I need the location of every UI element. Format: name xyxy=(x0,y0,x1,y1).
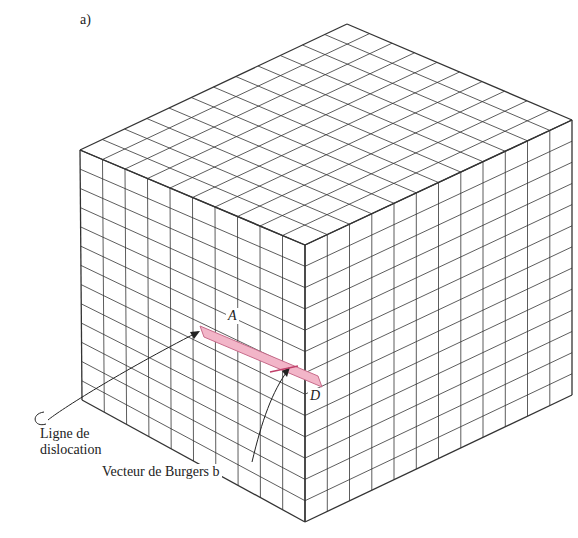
grid-line xyxy=(305,289,572,415)
grid-line xyxy=(305,353,572,480)
grid-line xyxy=(80,189,305,288)
grid-line xyxy=(214,87,439,183)
curl-symbol xyxy=(35,412,46,425)
grid-line xyxy=(305,247,572,373)
grid-line xyxy=(325,35,550,131)
grid-line xyxy=(416,193,417,469)
grid-line xyxy=(80,150,82,400)
grid-line xyxy=(505,151,506,427)
grid-line xyxy=(80,150,305,245)
grid-line xyxy=(483,162,484,438)
grid-line xyxy=(191,98,416,193)
grid-line xyxy=(394,203,395,479)
grid-line xyxy=(102,140,327,235)
grid-line xyxy=(82,362,305,480)
slip-plane xyxy=(200,326,322,387)
grid-line xyxy=(80,150,305,245)
grid-line xyxy=(258,66,483,162)
grid-line xyxy=(527,141,528,416)
dislocation-line-label: Ligne de dislocation xyxy=(40,426,110,458)
grid-line xyxy=(282,236,283,510)
crystal-grid xyxy=(80,24,572,522)
burgers-vector xyxy=(270,366,298,372)
grid-line xyxy=(148,179,149,437)
grid-line xyxy=(125,169,127,424)
grid-line xyxy=(305,395,572,522)
grid-line xyxy=(303,45,528,141)
grid-line xyxy=(438,183,439,459)
grid-line xyxy=(305,268,572,394)
grid-line xyxy=(81,227,305,330)
grid-line xyxy=(371,214,372,491)
grid-line xyxy=(280,56,505,152)
grid-line xyxy=(327,235,328,512)
grid-line xyxy=(193,198,194,462)
grid-line xyxy=(236,77,461,173)
grid-line xyxy=(125,129,350,224)
grid-line xyxy=(305,332,572,459)
grid-line xyxy=(571,120,572,395)
grid-line xyxy=(169,108,394,203)
leader-line xyxy=(252,370,288,462)
leader-line xyxy=(48,332,198,420)
grid-line xyxy=(305,141,572,266)
grid-line xyxy=(305,162,572,287)
point-label: A xyxy=(226,308,239,324)
grid-line xyxy=(170,188,171,449)
burgers-vector-label: Vecteur de Burgers b xyxy=(100,464,222,480)
grid-line xyxy=(260,226,261,498)
point-label: D xyxy=(308,388,322,404)
grid-line xyxy=(549,130,550,405)
grid-line xyxy=(460,172,461,448)
arrowhead xyxy=(190,331,200,339)
figure-label: a) xyxy=(80,12,91,28)
grid-line xyxy=(103,160,105,413)
grid-line xyxy=(81,323,305,437)
grid-line xyxy=(349,224,350,501)
grid-line xyxy=(82,400,305,522)
grid-line xyxy=(305,205,572,331)
grid-line xyxy=(81,246,305,351)
grid-line xyxy=(304,245,305,522)
grid-line xyxy=(147,119,372,214)
grid-line xyxy=(347,24,572,120)
grid-line xyxy=(305,310,572,436)
grid-line xyxy=(305,374,572,501)
grid-line xyxy=(305,226,572,352)
grid-line xyxy=(80,169,305,266)
grid-line xyxy=(304,245,305,522)
grid-line xyxy=(81,208,306,309)
